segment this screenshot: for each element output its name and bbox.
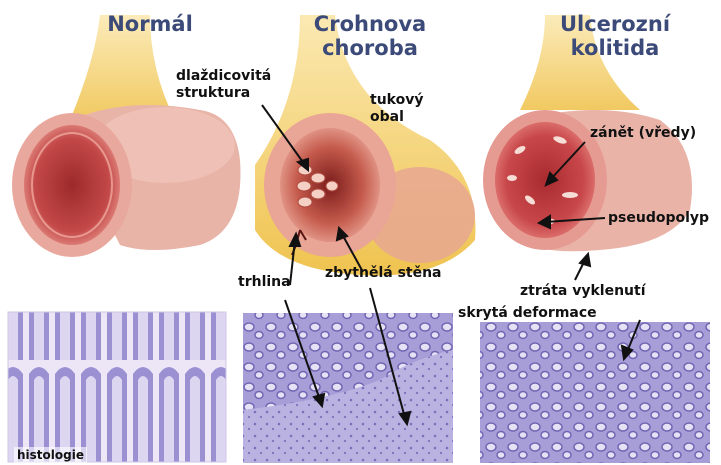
title-uc: Ulcerozní kolitida bbox=[545, 12, 685, 60]
title-crohn-line1: Crohnova bbox=[305, 12, 435, 36]
normal-bowel-drawing bbox=[12, 15, 241, 257]
arrow-haustra-head bbox=[580, 254, 590, 266]
histology-normal-panel bbox=[8, 312, 226, 462]
title-crohn: Crohnova choroba bbox=[305, 12, 435, 60]
label-fissure: trhlina bbox=[238, 274, 291, 291]
label-fat-line1: tukový bbox=[370, 92, 423, 109]
label-cobblestone: dlaždicovitá struktura bbox=[176, 68, 271, 102]
label-loss-of-haustra: ztráta vyklenutí bbox=[520, 283, 646, 300]
title-normal-line1: Normál bbox=[85, 12, 215, 36]
title-normal: Normál bbox=[85, 12, 215, 36]
histology-uc-panel bbox=[480, 322, 710, 463]
label-fat-line2: obal bbox=[370, 109, 423, 126]
label-fat: tukový obal bbox=[370, 92, 423, 126]
label-cobblestone-line1: dlaždicovitá bbox=[176, 68, 271, 85]
label-pseudopolyp: pseudopolyp bbox=[608, 210, 709, 227]
label-cobblestone-line2: struktura bbox=[176, 85, 271, 102]
label-inflammation: zánět (vředy) bbox=[590, 125, 696, 142]
histology-crohn-panel bbox=[243, 313, 453, 463]
title-crohn-line2: choroba bbox=[305, 36, 435, 60]
label-hidden-deformity: skrytá deformace bbox=[458, 305, 597, 322]
title-uc-line2: kolitida bbox=[545, 36, 685, 60]
label-thickened-wall: zbytnělá stěna bbox=[325, 265, 442, 282]
title-uc-line1: Ulcerozní bbox=[545, 12, 685, 36]
label-histology: histologie bbox=[14, 447, 87, 464]
